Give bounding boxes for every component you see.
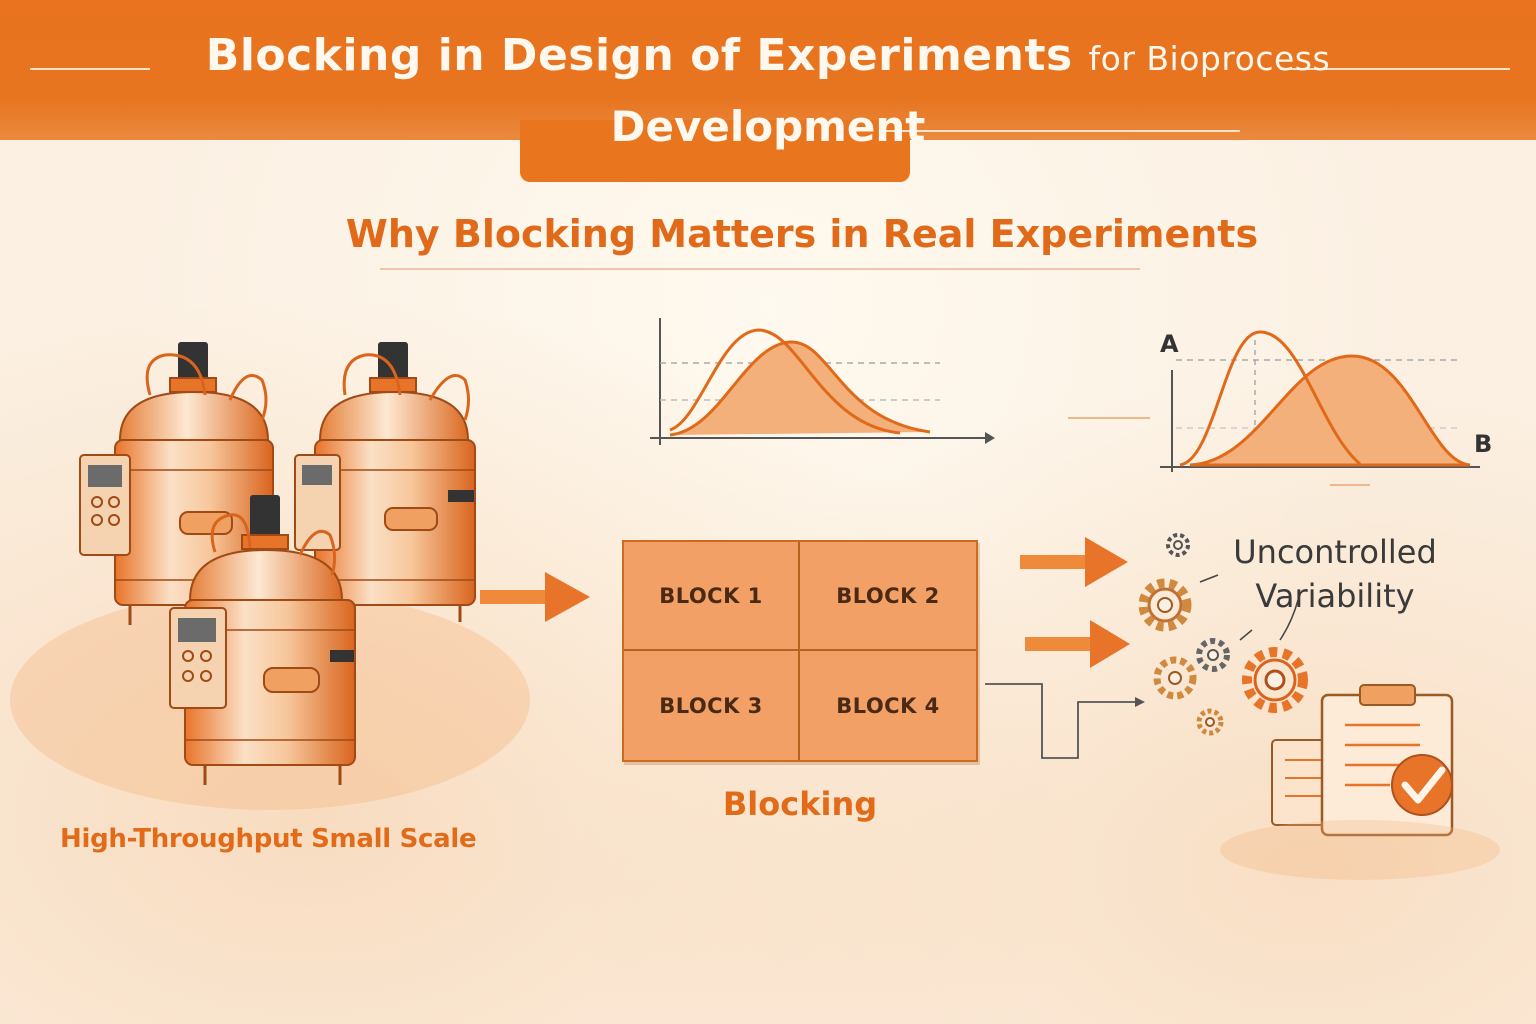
- uncontrolled-variability-line1: Uncontrolled: [1233, 533, 1437, 571]
- block-1-cell: BLOCK 1: [624, 542, 800, 651]
- page-title-line2: Development: [610, 102, 926, 151]
- arrow-to-variability-lower: [1025, 620, 1130, 668]
- axis-label-b: B: [1474, 430, 1493, 458]
- gear-icon: [1166, 533, 1190, 557]
- block-4-cell: BLOCK 4: [836, 693, 940, 718]
- banner-rule-lower: [880, 130, 1240, 132]
- uncontrolled-variability-line2: Variability: [1255, 577, 1415, 615]
- subtitle-underline: [380, 268, 1140, 270]
- blocking-label: Blocking: [722, 785, 878, 823]
- arrow-to-blocks: [480, 572, 590, 622]
- high-throughput-label: High-Throughput Small Scale: [60, 824, 477, 854]
- section-subtitle: Why Blocking Matters in Real Experiments: [345, 212, 1259, 256]
- gear-icon: [1196, 708, 1224, 736]
- page-title-small: for Bioprocess: [1088, 39, 1331, 78]
- axis-label-a: A: [1160, 330, 1179, 358]
- distribution-chart-left: [650, 318, 995, 445]
- connector-line: [985, 683, 1145, 759]
- bioreactor-icon: [169, 495, 356, 785]
- uncontrolled-variability-label: Uncontrolled Variability: [1200, 530, 1470, 618]
- page-title: Blocking in Design of Experiments for Bi…: [0, 30, 1536, 81]
- arrow-to-variability-upper: [1020, 537, 1128, 587]
- blocking-grid: BLOCK 1 BLOCK 2 BLOCK 3 BLOCK 4: [622, 540, 978, 762]
- title-banner-tab: [520, 120, 910, 182]
- page-title-main: Blocking in Design of Experiments: [205, 30, 1073, 81]
- banner-rule-left: [30, 68, 150, 70]
- gear-icon: [1242, 647, 1308, 713]
- gear-icon: [1153, 656, 1197, 700]
- block-3-cell: BLOCK 3: [624, 651, 800, 760]
- clipboard-check-icon: [1271, 684, 1454, 837]
- gear-icon: [1138, 578, 1192, 632]
- banner-rule-right: [1280, 68, 1510, 70]
- gear-icon: [1196, 638, 1230, 672]
- bioreactor-icon: [294, 342, 476, 622]
- block-2-cell: BLOCK 2: [800, 542, 976, 651]
- distribution-chart-right: [1068, 330, 1480, 486]
- title-banner: [0, 0, 1536, 140]
- clipboard-ground-shadow: [1220, 820, 1500, 880]
